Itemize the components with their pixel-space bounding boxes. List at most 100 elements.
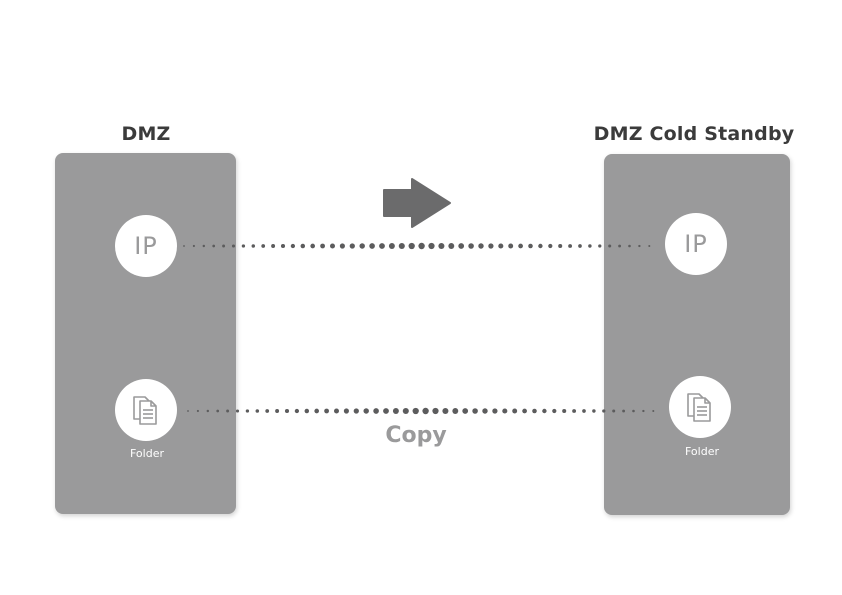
ip-connection-dotted-line xyxy=(183,242,651,250)
connection-dot xyxy=(508,243,514,249)
connection-dot xyxy=(334,408,339,414)
connection-dot xyxy=(196,409,199,413)
connection-dot xyxy=(379,243,385,249)
connection-dot xyxy=(192,244,195,248)
connection-dot xyxy=(280,243,286,249)
connection-dot xyxy=(422,407,429,415)
connection-dot xyxy=(588,244,592,248)
connection-dot xyxy=(349,243,355,249)
connection-dot xyxy=(398,242,405,250)
connection-dot xyxy=(448,243,455,249)
connection-dot xyxy=(216,409,220,413)
connection-dot xyxy=(294,408,300,414)
connection-dot xyxy=(235,409,240,413)
dmz-cold-standby-title: DMZ Cold Standby xyxy=(593,123,795,145)
connection-dot xyxy=(226,409,230,413)
connection-dot xyxy=(632,409,635,413)
direction-arrow-icon xyxy=(383,178,451,228)
connection-dot xyxy=(320,243,325,249)
connection-dot xyxy=(622,409,626,413)
connection-dot xyxy=(343,408,349,414)
dmz-folder-caption: Folder xyxy=(130,447,164,460)
connection-dot xyxy=(369,243,375,249)
standby-ip-label: IP xyxy=(684,230,708,258)
connection-dot xyxy=(488,243,494,249)
connection-dot xyxy=(271,244,276,248)
connection-dot xyxy=(275,409,280,413)
connection-dot xyxy=(428,242,435,250)
connection-dot xyxy=(222,244,226,248)
connection-dot xyxy=(492,408,498,414)
connection-dot xyxy=(241,244,246,248)
connection-dot xyxy=(359,243,365,249)
connection-dot xyxy=(522,408,527,414)
dmz-folder-node xyxy=(115,379,177,441)
dmz-title: DMZ xyxy=(121,123,171,145)
documents-icon xyxy=(133,396,157,425)
connection-dot xyxy=(330,243,335,249)
connection-dot xyxy=(187,410,189,412)
connection-dot xyxy=(482,408,488,414)
connection-dot xyxy=(618,244,622,248)
connection-dot xyxy=(206,409,210,413)
connection-dot xyxy=(628,244,631,248)
connection-dot xyxy=(592,409,596,413)
connection-dot xyxy=(548,243,553,249)
connection-dot xyxy=(300,243,306,249)
connection-dot xyxy=(290,243,296,249)
connection-dot xyxy=(324,408,329,414)
connection-dot xyxy=(353,408,359,414)
connection-dot xyxy=(212,244,216,248)
connection-dot xyxy=(432,407,439,415)
connection-dot xyxy=(265,409,270,413)
connection-dot xyxy=(255,409,260,413)
connection-dot xyxy=(412,407,419,415)
connection-dot xyxy=(314,408,320,414)
connection-dot xyxy=(568,244,573,248)
connection-dot xyxy=(498,243,504,249)
connection-dot xyxy=(478,243,484,249)
connection-dot xyxy=(458,243,465,249)
connection-dot xyxy=(602,409,606,413)
connection-dot xyxy=(652,409,655,413)
connection-dot xyxy=(373,408,379,414)
connection-dot xyxy=(502,408,508,414)
connection-dot xyxy=(578,244,582,248)
connection-dot xyxy=(608,244,612,248)
connection-dot xyxy=(562,408,567,414)
connection-dot xyxy=(402,407,409,415)
connection-dot xyxy=(538,243,543,249)
connection-dot xyxy=(304,408,310,414)
dmz-ip-label: IP xyxy=(134,232,158,260)
dmz-panel xyxy=(55,153,236,514)
connection-dot xyxy=(408,242,415,250)
connection-dot xyxy=(392,408,399,414)
connection-dot xyxy=(582,409,586,413)
connection-dot xyxy=(552,408,557,414)
connection-dot xyxy=(598,244,602,248)
documents-icon xyxy=(687,393,711,422)
connection-dot xyxy=(558,243,563,249)
connection-dot xyxy=(183,245,185,247)
connection-dot xyxy=(442,407,449,415)
standby-ip-node: IP xyxy=(665,213,727,275)
dmz-ip-node: IP xyxy=(115,215,177,277)
connection-dot xyxy=(202,244,206,248)
connection-dot xyxy=(462,408,469,414)
connection-dot xyxy=(528,243,533,249)
connection-dot xyxy=(388,243,395,249)
connection-dot xyxy=(284,408,290,414)
folder-connection-dotted-line xyxy=(187,407,655,415)
connection-dot xyxy=(418,242,425,250)
connection-dot xyxy=(452,408,459,414)
standby-folder-caption: Folder xyxy=(685,445,719,458)
connection-dot xyxy=(642,409,645,413)
connection-dot xyxy=(383,408,389,414)
standby-folder-node xyxy=(669,376,731,438)
connection-dot xyxy=(363,408,369,414)
connection-dot xyxy=(532,408,537,414)
connection-dot xyxy=(438,242,445,250)
copy-label: Copy xyxy=(385,423,447,448)
connection-dot xyxy=(572,409,577,413)
